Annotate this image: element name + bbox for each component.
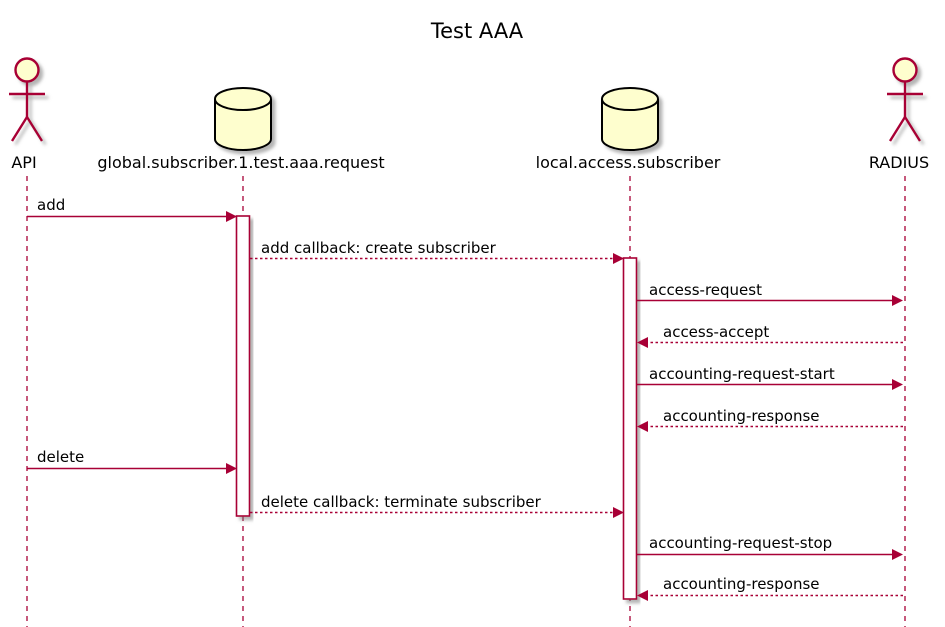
message-label: access-request <box>649 281 762 299</box>
actor-icon <box>9 57 45 142</box>
activation-bar-local-access-subscriber <box>622 257 638 600</box>
participant-label-radius: RADIUS <box>869 153 929 172</box>
arrowhead-right-icon <box>892 379 903 390</box>
message-label: accounting-request-start <box>649 365 835 383</box>
participant-label-local-access-subscriber: local.access.subscriber <box>536 153 721 172</box>
message-label: accounting-response <box>663 575 820 593</box>
database-icon <box>601 87 659 151</box>
message-label: accounting-response <box>663 407 820 425</box>
activation-bar-global-subscriber <box>235 215 251 517</box>
database-icon <box>214 87 272 151</box>
message-label: accounting-request-stop <box>649 534 832 552</box>
arrowhead-left-icon <box>637 590 648 601</box>
arrowhead-left-icon <box>637 421 648 432</box>
message-label: delete callback: terminate subscriber <box>261 493 542 511</box>
arrowhead-right-icon <box>226 463 237 474</box>
arrowhead-right-icon <box>226 211 237 222</box>
message-label: access-accept <box>663 323 769 341</box>
arrowhead-left-icon <box>637 337 648 348</box>
participant-label-api: API <box>11 153 36 172</box>
arrowhead-right-icon <box>892 295 903 306</box>
participant-label-global-subscriber: global.subscriber.1.test.aaa.request <box>97 153 384 172</box>
arrowhead-right-icon <box>613 507 624 518</box>
message-label: add callback: create subscriber <box>261 239 497 257</box>
diagram-title: Test AAA <box>430 19 524 43</box>
actor-icon <box>887 57 923 142</box>
message-label: add <box>37 196 65 214</box>
arrowhead-right-icon <box>892 549 903 560</box>
message-label: delete <box>37 448 84 466</box>
arrowhead-right-icon <box>613 253 624 264</box>
